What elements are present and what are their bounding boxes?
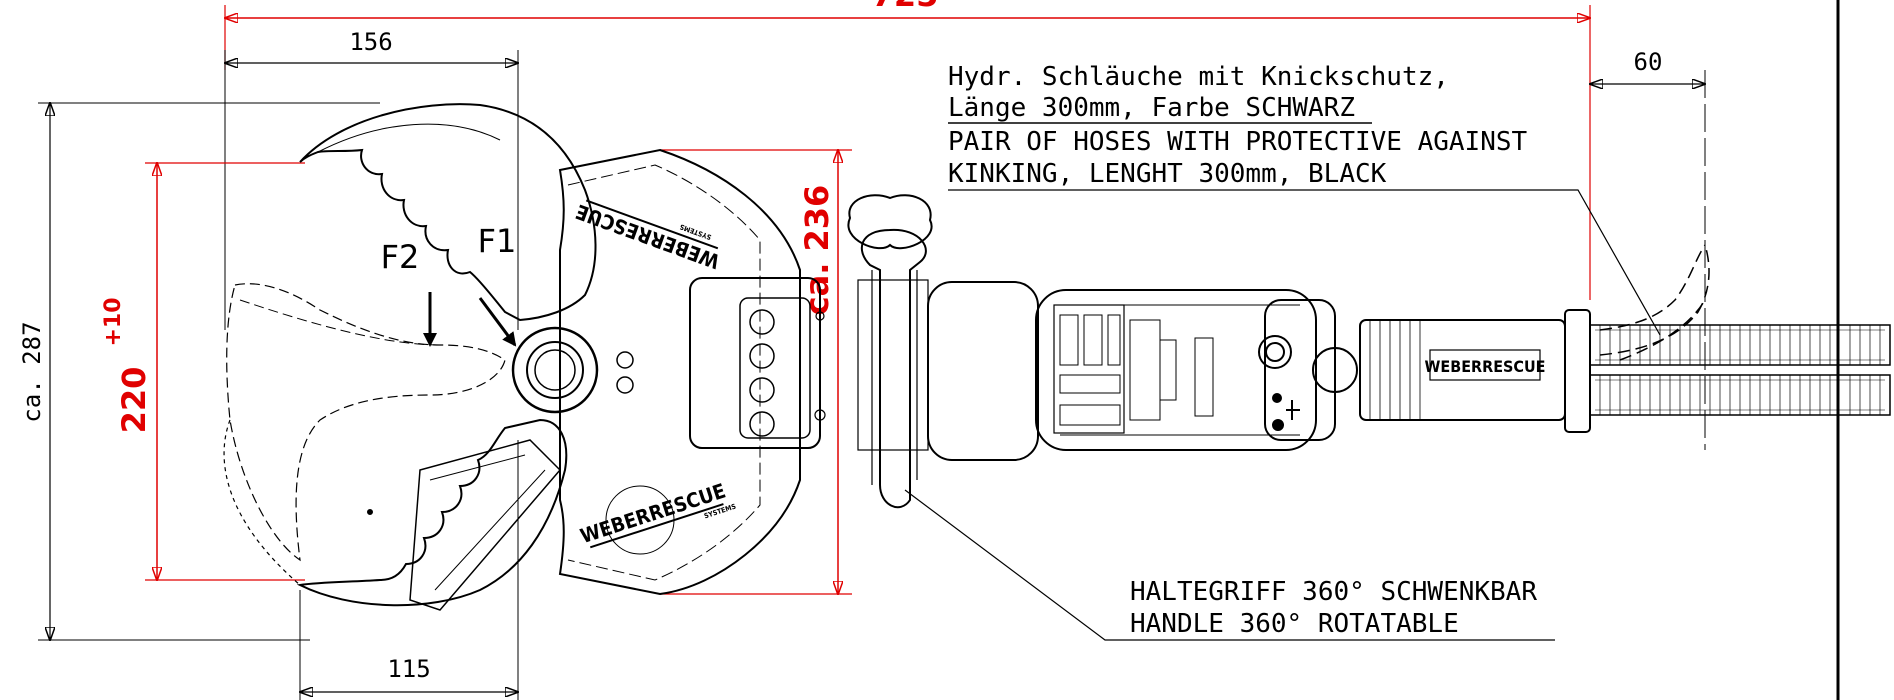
handle-note: HALTEGRIFF 360° SCHWENKBAR HANDLE 360° R… xyxy=(904,489,1555,641)
force-f1-label: F1 xyxy=(478,222,517,260)
rotatable-handle xyxy=(847,194,933,509)
dimension-opening: 220 +10 xyxy=(101,163,305,580)
hose-offset-label: 60 xyxy=(1634,48,1663,76)
opening-tolerance-label: +10 xyxy=(101,297,126,346)
valve-knob xyxy=(1258,335,1292,369)
opening-label: 220 xyxy=(115,367,153,434)
lower-blade xyxy=(296,418,568,607)
hose-note-de-line2: Länge 300mm, Farbe SCHWARZ xyxy=(948,93,1355,123)
hose-note-en-line1: PAIR OF HOSES WITH PROTECTIVE AGAINST xyxy=(948,127,1528,157)
cylinder-body xyxy=(927,281,1591,461)
dimension-hose-offset: 60 xyxy=(1590,48,1705,450)
cutter-head xyxy=(223,103,826,611)
overall-length-label: 725 xyxy=(872,0,939,14)
dimension-overall-length: 725 xyxy=(225,0,1590,300)
head-housing xyxy=(558,148,801,596)
hose-note-de-line1: Hydr. Schläuche mit Knickschutz, xyxy=(948,62,1449,92)
grip-logo: WEBERRESCUE xyxy=(1425,357,1546,376)
head-logo-lower: WEBERRESCUE SYSTEMS xyxy=(577,479,737,549)
force-f2-label: F2 xyxy=(381,238,420,276)
overall-height-label: ca. 287 xyxy=(18,321,46,422)
dimension-blade-width-top: 156 xyxy=(225,28,518,330)
hydraulic-hoses xyxy=(1589,244,1891,416)
dimension-blade-width-bottom: 115 xyxy=(300,440,518,700)
blade-width-bottom-label: 115 xyxy=(387,655,430,683)
dimension-overall-height: ca. 287 xyxy=(18,103,380,640)
hose-note-en-line2: KINKING, LENGHT 300mm, BLACK xyxy=(948,159,1387,189)
force-markers: F2 F1 xyxy=(381,222,517,347)
blade-width-top-label: 156 xyxy=(349,28,392,56)
hose-note: Hydr. Schläuche mit Knickschutz, Länge 3… xyxy=(948,62,1661,336)
dimension-body-height: ca. 236 xyxy=(660,150,852,594)
handle-note-de: HALTEGRIFF 360° SCHWENKBAR xyxy=(1130,577,1537,607)
svg-text:WEBERRESCUE: WEBERRESCUE xyxy=(1425,357,1546,376)
logo-ring xyxy=(605,485,675,555)
handle-note-en: HANDLE 360° ROTATABLE xyxy=(1130,609,1459,639)
body-height-label: ca. 236 xyxy=(798,185,836,316)
upper-blade xyxy=(299,103,597,322)
